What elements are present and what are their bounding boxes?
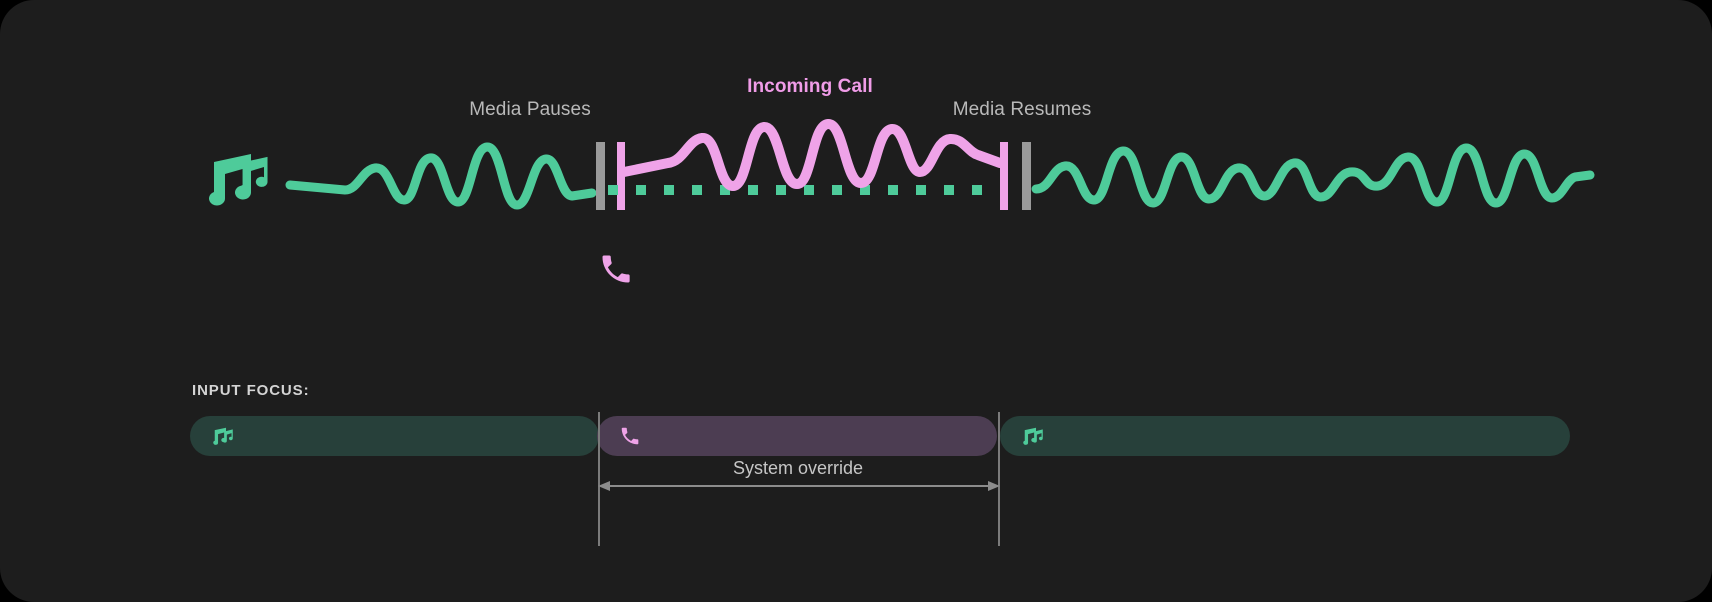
override-guide-left xyxy=(598,412,600,546)
boundary-bar-gray-left xyxy=(596,142,605,210)
input-focus-title: INPUT FOCUS: xyxy=(192,382,310,399)
phone-handset-icon xyxy=(621,427,639,445)
audio-timeline: Media Pauses Incoming Call Media Resumes xyxy=(209,76,1595,283)
boundary-bar-pink-right xyxy=(1000,142,1008,210)
music-notes-icon xyxy=(213,427,233,445)
media-waveform-before xyxy=(285,142,597,210)
label-media-resumes: Media Resumes xyxy=(952,99,1092,120)
phone-handset-icon xyxy=(602,255,630,283)
focus-track-media-before[interactable] xyxy=(190,416,599,456)
boundary-bar-gray-right xyxy=(1022,142,1031,210)
focus-track-media-after[interactable] xyxy=(1000,416,1570,456)
label-media-pauses: Media Pauses xyxy=(469,99,591,120)
override-guide-right xyxy=(998,412,1000,546)
music-notes-icon xyxy=(1023,427,1043,445)
label-incoming-call: Incoming Call xyxy=(747,76,873,97)
system-override-arrow xyxy=(598,481,1000,491)
system-override-label: System override xyxy=(732,458,864,478)
call-waveform xyxy=(619,119,1005,191)
focus-track-call[interactable] xyxy=(597,416,997,456)
media-waveform-after xyxy=(1031,143,1595,208)
input-focus-section: INPUT FOCUS: System xyxy=(0,320,1712,602)
waveform-canvas xyxy=(285,119,1595,210)
music-notes-icon xyxy=(209,154,268,206)
